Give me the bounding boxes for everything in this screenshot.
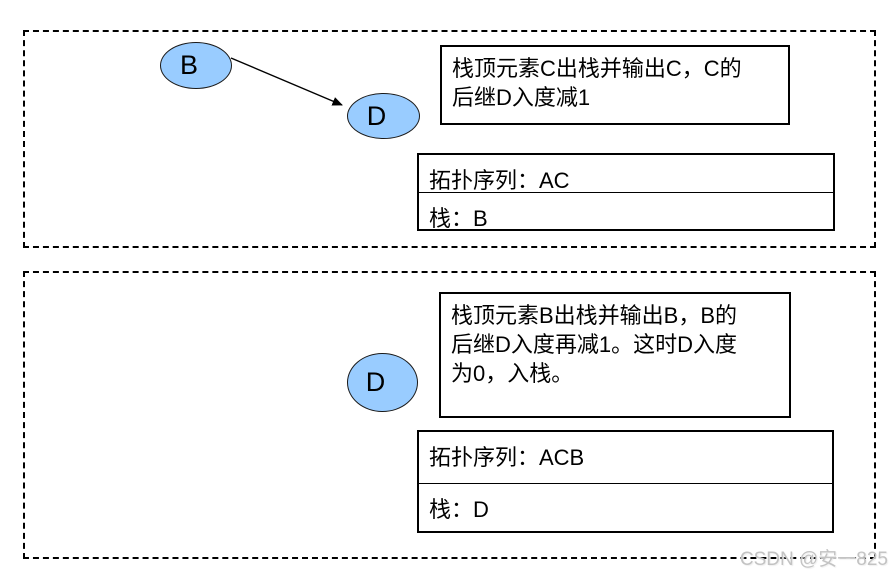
- step2-state-table: 拓扑序列：ACB 栈：D: [417, 430, 834, 533]
- step2-note-box: 栈顶元素B出栈并输出B，B的 后继D入度再减1。这时D入度 为0，入栈。: [439, 292, 791, 418]
- node-d-label: D: [366, 100, 387, 131]
- step1-note-line1: 栈顶元素C出栈并输出C，C的: [452, 56, 742, 81]
- csdn-watermark: CSDN @安一825: [739, 549, 888, 570]
- step2-note-line1: 栈顶元素B出栈并输出B，B的: [451, 303, 738, 328]
- node-b-label: B: [179, 50, 198, 80]
- step-panel-1: B D 栈顶元素C出栈并输出C，C的 后继D入度减1 拓扑序列：AC 栈：B: [23, 30, 876, 248]
- graph-node-b: B: [160, 42, 232, 89]
- step1-note-line2: 后继D入度减1: [452, 85, 591, 110]
- step1-note-box: 栈顶元素C出栈并输出C，C的 后继D入度减1: [440, 45, 790, 125]
- topo-sequence-row: 拓扑序列：ACB: [419, 432, 832, 484]
- topo-sequence-row: 拓扑序列：AC: [419, 155, 833, 193]
- stack-row: 栈：B: [429, 206, 488, 231]
- graph-node-d2: D: [347, 353, 418, 412]
- node-d2-label: D: [365, 367, 386, 397]
- step2-note-line2: 后继D入度再减1。这时D入度: [451, 332, 738, 357]
- graph-node-d: D: [347, 93, 420, 139]
- step-panel-2: D 栈顶元素B出栈并输出B，B的 后继D入度再减1。这时D入度 为0，入栈。 拓…: [23, 271, 876, 559]
- step2-note-line3: 为0，入栈。: [451, 361, 574, 386]
- step1-state-table: 拓扑序列：AC 栈：B: [417, 153, 835, 231]
- stack-row: 栈：D: [429, 497, 489, 522]
